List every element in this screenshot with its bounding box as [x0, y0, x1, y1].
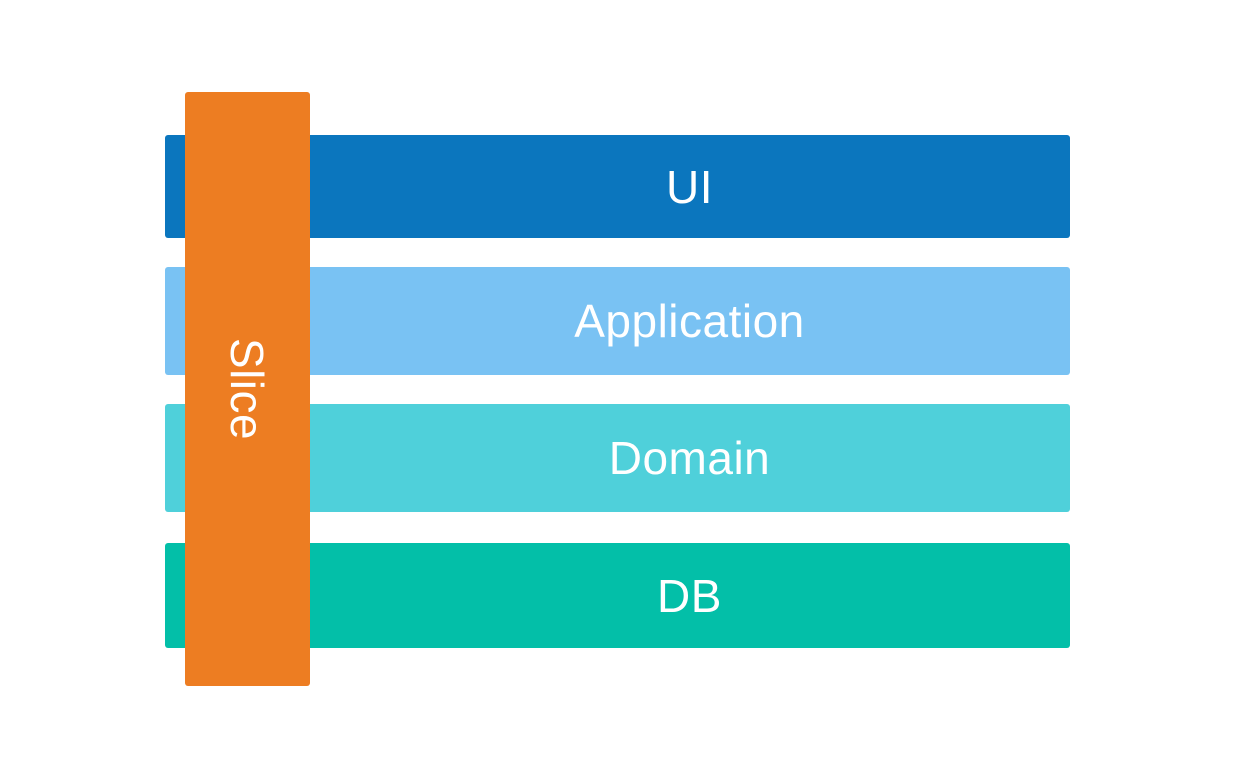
layer-bar-db[interactable]: DB — [165, 543, 1070, 648]
layer-label-db: DB — [657, 569, 722, 622]
layer-bar-application[interactable]: Application — [165, 267, 1070, 375]
vertical-slice-label: Slice — [221, 337, 274, 441]
layer-label-ui: UI — [666, 160, 713, 213]
layer-bar-ui[interactable]: UI — [165, 135, 1070, 238]
layer-bar-domain[interactable]: Domain — [165, 404, 1070, 512]
layer-label-application: Application — [574, 295, 805, 347]
layer-label-domain: Domain — [608, 432, 771, 484]
vertical-slice-bar[interactable]: Slice — [185, 92, 310, 686]
